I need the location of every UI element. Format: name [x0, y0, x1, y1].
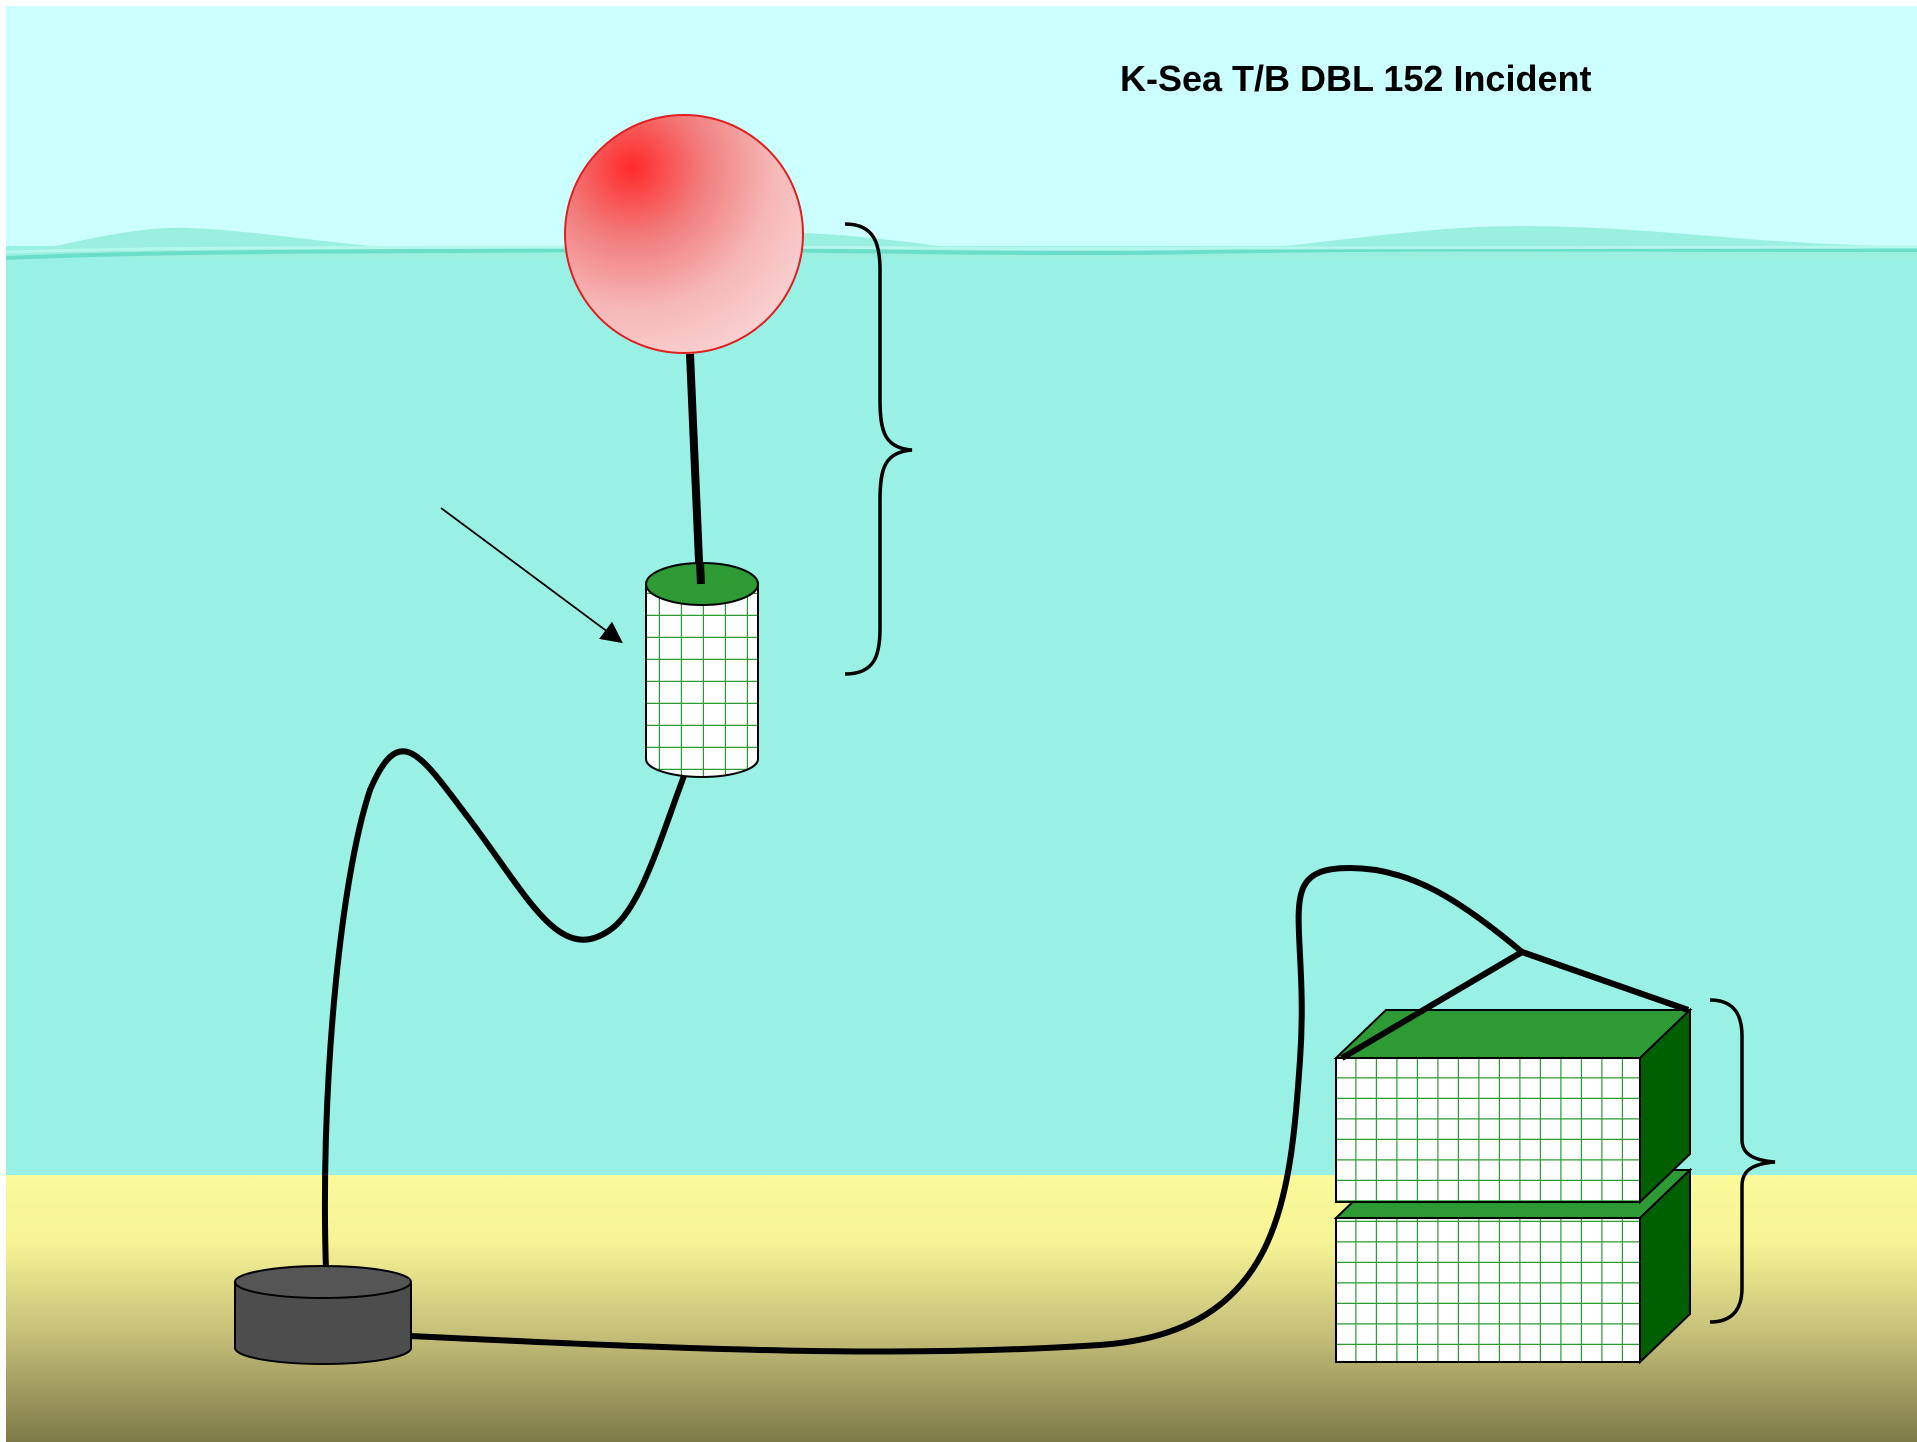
red-float-buoy-icon	[565, 115, 803, 353]
anchor-weight-icon	[235, 1266, 411, 1364]
sky	[6, 6, 1917, 248]
page-title: K-Sea T/B DBL 152 Incident	[1120, 58, 1591, 100]
mesh-cylinder-icon	[646, 562, 758, 777]
mesh-box-stack-icon	[1336, 952, 1690, 1362]
